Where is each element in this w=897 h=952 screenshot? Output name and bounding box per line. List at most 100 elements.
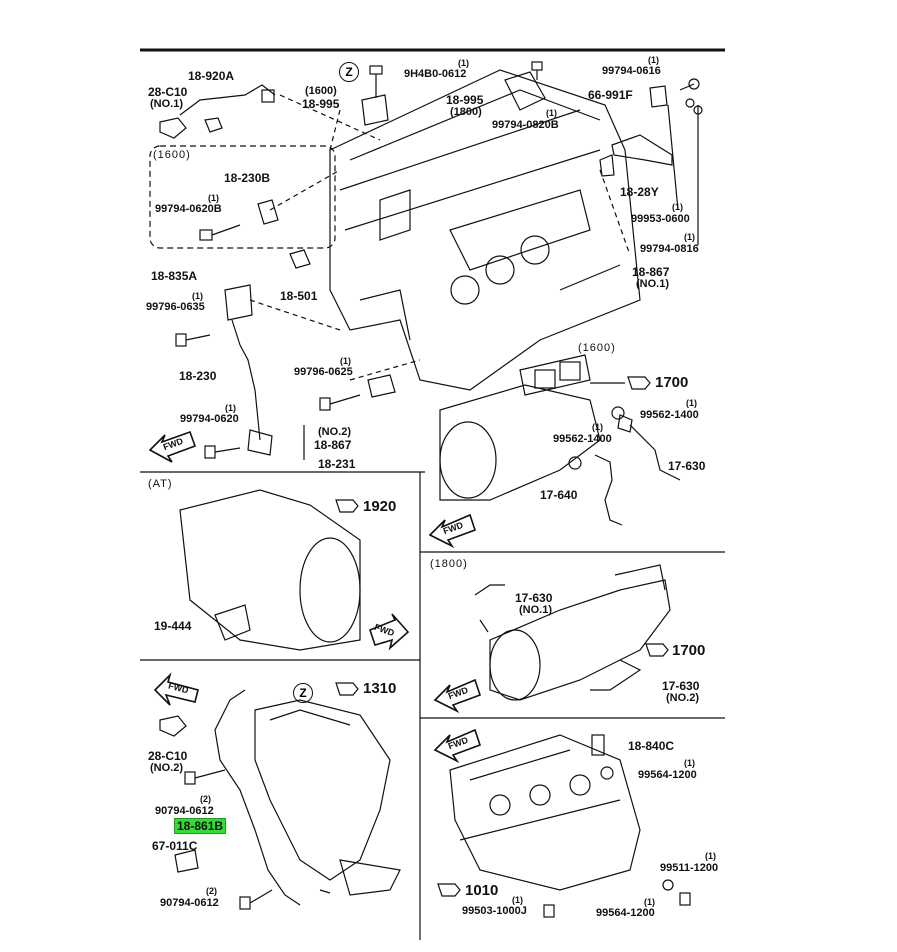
- fwd-arrows: [148, 430, 482, 764]
- bolt-99953-0600: [667, 104, 679, 211]
- part-99794-0616[interactable]: 99794-0616: [602, 65, 661, 77]
- part-18-867-no1[interactable]: 18-867: [632, 265, 670, 279]
- part-18-28Y[interactable]: 18-28Y: [620, 185, 659, 199]
- bolt-99796-0625: [319, 394, 361, 411]
- part-18-867-no2[interactable]: 18-867: [314, 438, 352, 452]
- section-at: (AT): [148, 478, 173, 490]
- part-99796-0635[interactable]: 99796-0635: [146, 301, 205, 313]
- clip-28-C10-no2: [159, 715, 187, 737]
- ref-pointers: [335, 376, 669, 897]
- leaders-upper: [249, 94, 631, 381]
- part-66-991F[interactable]: 66-991F: [588, 88, 633, 102]
- part-18-920A[interactable]: 18-920A: [188, 69, 235, 83]
- qty-0635: (1): [192, 291, 203, 301]
- part-18-230[interactable]: 18-230: [179, 369, 217, 383]
- clip-28-C10-no1: [159, 117, 187, 139]
- ref-1700-1800[interactable]: 1700: [672, 642, 706, 659]
- ref-1920[interactable]: 1920: [363, 498, 397, 515]
- part-99796-0625[interactable]: 99796-0625: [294, 366, 353, 378]
- part-28-C10-no2[interactable]: 28-C10: [148, 749, 188, 763]
- part-18-995-b[interactable]: 18-995: [446, 93, 484, 107]
- bracket-67-011C: [174, 849, 199, 873]
- part-17-640[interactable]: 17-640: [540, 488, 578, 502]
- part-99564-1200-b[interactable]: 99564-1200: [596, 907, 655, 919]
- bracket-18-28Y: [599, 134, 673, 177]
- sensor-18-230: [239, 344, 273, 456]
- note-1800-995: (1800): [450, 106, 482, 118]
- part-99794-0620B[interactable]: 99794-0620B: [155, 203, 222, 215]
- ref-1700-1600[interactable]: 1700: [655, 374, 689, 391]
- part-18-861B-highlighted[interactable]: 18-861B: [174, 818, 227, 834]
- part-99511-1200[interactable]: 99511-1200: [660, 862, 719, 874]
- part-18-867-no2-note: (NO.2): [318, 426, 351, 438]
- ref-1010[interactable]: 1010: [465, 882, 499, 899]
- bolt-99794-0620: [204, 445, 241, 459]
- sensor-18-230B: [199, 199, 279, 241]
- part-99562-1400-b[interactable]: 99562-1400: [553, 433, 612, 445]
- part-99503-1000J[interactable]: 99503-1000J: [462, 905, 527, 917]
- section-1600-mt: (1600): [578, 342, 616, 354]
- part-17-630-no1-note: (NO.1): [519, 604, 552, 616]
- bolt-90794-0612-b: [239, 889, 273, 910]
- part-67-011C[interactable]: 67-011C: [152, 839, 198, 853]
- part-99794-0820B[interactable]: 99794-0820B: [492, 119, 559, 131]
- part-9H4B0-0612[interactable]: 9H4B0-0612: [404, 68, 467, 80]
- qty-9H4B0: (1): [458, 58, 469, 68]
- engine-block-drawing: [329, 69, 641, 391]
- part-18-231[interactable]: 18-231: [318, 457, 356, 471]
- automatic-transmission: [179, 489, 361, 651]
- qty-99511: (1): [705, 851, 716, 861]
- sensor-18-840C: [591, 734, 614, 780]
- part-28-C10-no1[interactable]: 28-C10: [148, 85, 188, 99]
- box-1600: [149, 145, 336, 249]
- cylinder-head: [449, 734, 641, 891]
- bracket-18-995: [361, 71, 546, 126]
- part-18-230B[interactable]: 18-230B: [224, 171, 271, 185]
- z-badge-top: Z: [339, 62, 359, 82]
- bolt-99794-0616: [679, 78, 700, 91]
- qty-0816: (1): [684, 232, 695, 242]
- part-99794-0620[interactable]: 99794-0620: [180, 413, 239, 425]
- part-99564-1200-a[interactable]: 99564-1200: [638, 769, 697, 781]
- qty-0620: (1): [225, 403, 236, 413]
- part-19-444[interactable]: 19-444: [154, 619, 192, 633]
- bolt-99503-1000J: [543, 904, 555, 918]
- note-1600-995: (1600): [305, 85, 337, 97]
- part-17-630-no2-note: (NO.2): [666, 692, 699, 704]
- section-1800-mt: (1800): [430, 558, 468, 570]
- section-1600-engine: (1600): [153, 149, 191, 161]
- bolt-9H4B0: [369, 65, 383, 98]
- part-90794-0612-b[interactable]: 90794-0612: [160, 897, 219, 909]
- bolt-99794-0820B: [531, 61, 543, 80]
- qty-0600: (1): [672, 202, 683, 212]
- part-17-630-1600[interactable]: 17-630: [668, 459, 706, 473]
- part-99953-0600[interactable]: 99953-0600: [631, 213, 690, 225]
- qty-1400a: (1): [686, 398, 697, 408]
- qty-0616: (1): [648, 55, 659, 65]
- bolt-90794-0612-a: [184, 769, 226, 785]
- part-90794-0612-a[interactable]: 90794-0612: [155, 805, 214, 817]
- harness-17-630-1600: [568, 406, 681, 526]
- part-28-C10-no1-note: (NO.1): [150, 98, 183, 110]
- bracket-66-991F: [649, 85, 695, 108]
- part-99794-0816[interactable]: 99794-0816: [640, 243, 699, 255]
- part-17-630-no2[interactable]: 17-630: [662, 679, 700, 693]
- qty-0820B: (1): [546, 108, 557, 118]
- bolt-99794-0816: [693, 105, 703, 245]
- part-18-501[interactable]: 18-501: [280, 289, 318, 303]
- qty-0612b: (2): [206, 886, 217, 896]
- part-18-840C[interactable]: 18-840C: [628, 739, 675, 753]
- part-18-867-no1-note: (NO.1): [636, 278, 669, 290]
- sensor-harness-18-920A: [179, 84, 276, 133]
- intake-manifold: [254, 699, 401, 896]
- part-18-835A[interactable]: 18-835A: [151, 269, 198, 283]
- bracket-18-835A: [224, 284, 253, 346]
- z-badge-manifold: Z: [293, 683, 313, 703]
- ref-1310[interactable]: 1310: [363, 680, 397, 697]
- part-17-630-no1[interactable]: 17-630: [515, 591, 553, 605]
- part-18-995-a[interactable]: 18-995: [302, 97, 340, 111]
- bolt-99796-0635: [175, 333, 211, 347]
- part-28-C10-no2-note: (NO.2): [150, 762, 183, 774]
- part-99562-1400-a[interactable]: 99562-1400: [640, 409, 699, 421]
